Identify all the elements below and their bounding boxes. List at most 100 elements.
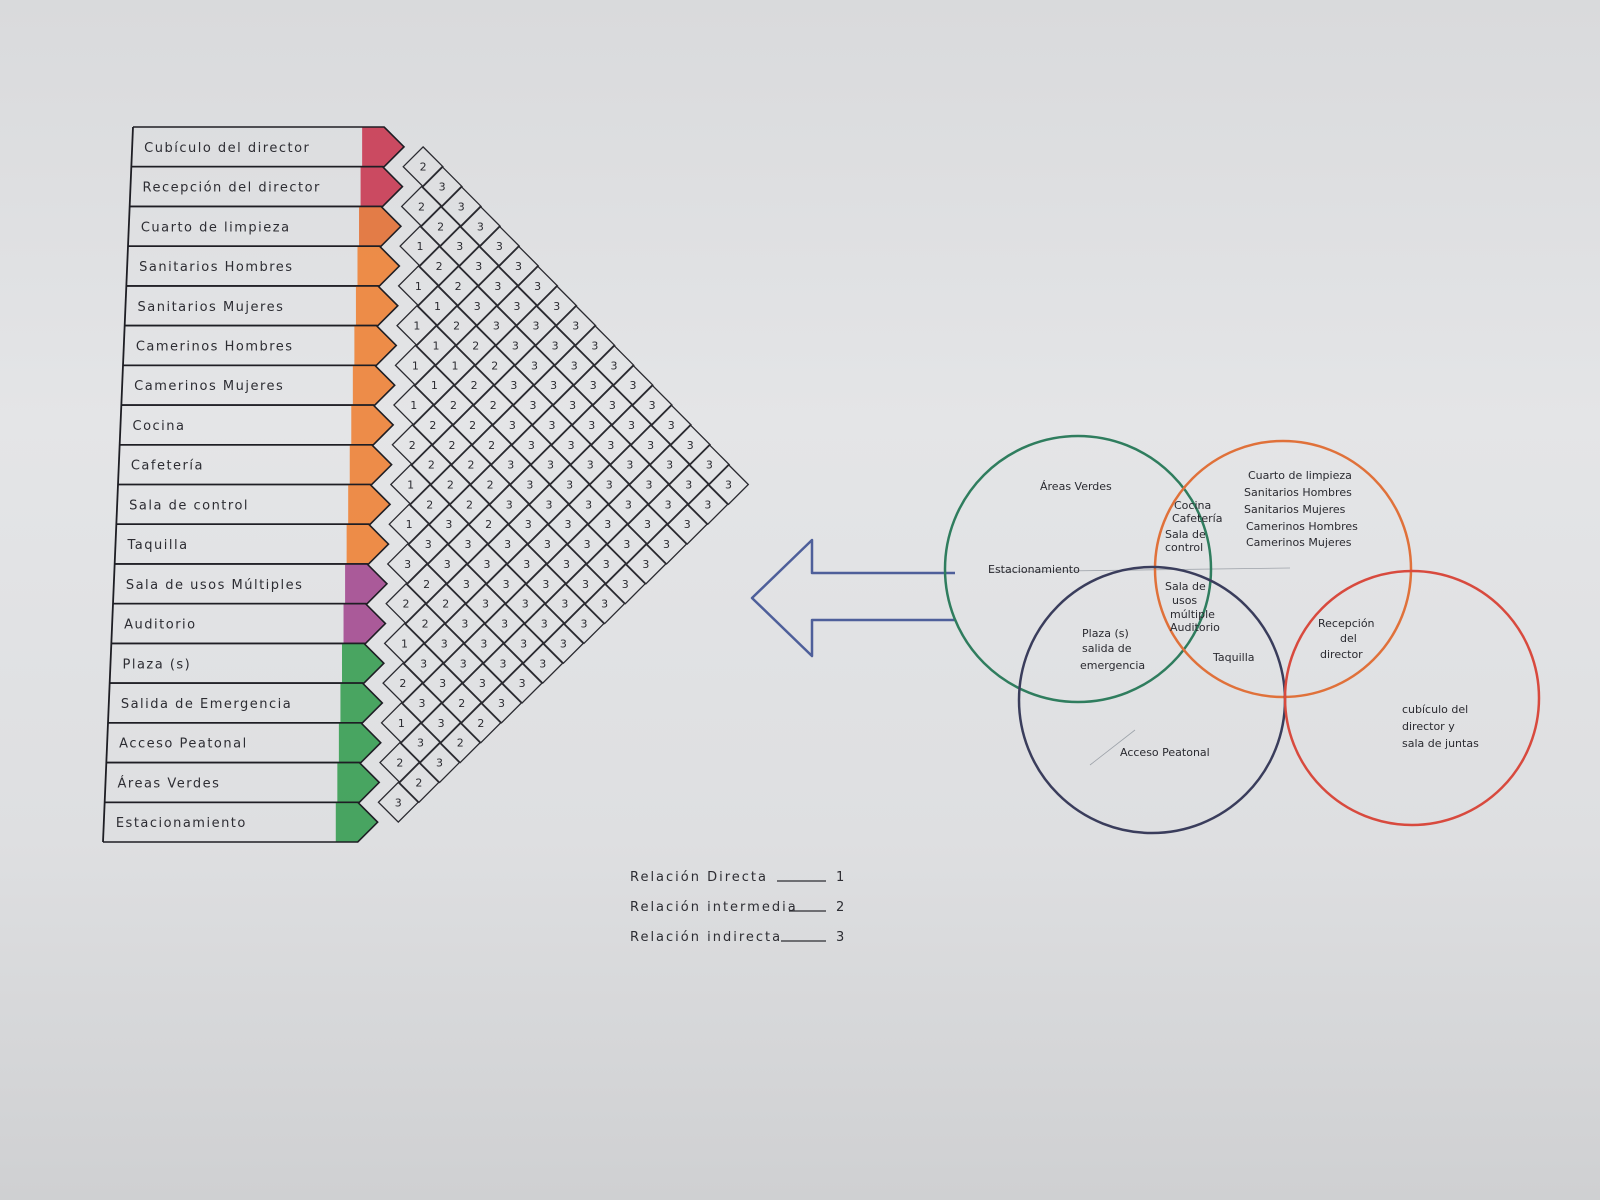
svg-text:del: del [1340, 632, 1357, 645]
matrix-cell-value: 2 [472, 339, 479, 352]
matrix-cell-value: 2 [423, 578, 430, 591]
matrix-cell-value: 3 [541, 618, 548, 631]
matrix-cell-value: 3 [464, 538, 471, 551]
matrix-cell-value: 3 [571, 359, 578, 372]
matrix-cell-value: 2 [468, 459, 475, 472]
matrix-cell-value: 3 [622, 578, 629, 591]
matrix-row: Sanitarios Mujeres [124, 285, 399, 327]
svg-text:director: director [1320, 648, 1363, 661]
matrix-cell-value: 3 [419, 697, 426, 710]
matrix-cell-value: 3 [528, 439, 535, 452]
matrix-row: Auditorio [111, 602, 387, 645]
matrix-cell-value: 3 [607, 439, 614, 452]
matrix-cell-value: 3 [603, 558, 610, 571]
matrix-cell-value: 2 [436, 260, 443, 273]
matrix-cell-value: 3 [501, 618, 508, 631]
matrix-cell-value: 3 [474, 300, 481, 313]
bubble-diagram: Áreas Verdes Estacionamiento Cocina Cafe… [943, 434, 1541, 835]
svg-text:Relación intermedia: Relación intermedia [630, 900, 798, 915]
matrix-cell-value: 2 [457, 737, 464, 750]
svg-text:3: 3 [836, 930, 846, 945]
row-color-band [354, 325, 397, 366]
row-color-band [346, 524, 389, 564]
matrix-cell-value: 2 [428, 459, 435, 472]
svg-text:Relación Directa: Relación Directa [630, 870, 768, 885]
matrix-cell-value: 3 [504, 538, 511, 551]
row-label: Sanitarios Hombres [139, 260, 293, 275]
matrix-cell-value: 3 [684, 518, 691, 531]
matrix-cell-value: 3 [395, 796, 402, 809]
matrix-cell-value: 3 [439, 677, 446, 690]
matrix-cell-value: 3 [646, 479, 653, 492]
matrix-cell-value: 3 [663, 538, 670, 551]
venn-label-recepcion: Recepción del director [1318, 617, 1375, 661]
relationship-legend: Relación Directa 1 Relación intermedia 2… [630, 870, 846, 945]
matrix-cell-value: 3 [687, 439, 694, 452]
matrix-cell-value: 2 [490, 399, 497, 412]
matrix-cell-value: 2 [469, 419, 476, 432]
matrix-cell-value: 3 [565, 518, 572, 531]
matrix-cell-value: 1 [406, 518, 413, 531]
matrix-cell-value: 3 [507, 459, 514, 472]
matrix-cell-value: 3 [604, 518, 611, 531]
matrix-cell-value: 3 [482, 598, 489, 611]
svg-text:director y: director y [1402, 720, 1455, 733]
matrix-cell-value: 3 [610, 359, 617, 372]
row-color-band [351, 405, 394, 445]
svg-text:Sanitarios Hombres: Sanitarios Hombres [1244, 486, 1352, 499]
svg-text:Cocina: Cocina [1174, 499, 1211, 512]
matrix-cell-value: 2 [403, 598, 410, 611]
matrix-cell-value: 3 [441, 637, 448, 650]
row-color-band [335, 802, 378, 842]
matrix-cell-value: 3 [479, 677, 486, 690]
matrix-cell-value: 2 [477, 717, 484, 730]
matrix-cell-value: 1 [410, 399, 417, 412]
svg-text:cubículo del: cubículo del [1402, 703, 1468, 716]
matrix-cell-value: 3 [436, 757, 443, 770]
matrix-cell-value: 3 [587, 459, 594, 472]
matrix-cell-value: 3 [668, 419, 675, 432]
matrix-cell-value: 3 [512, 339, 519, 352]
matrix-cell-value: 3 [649, 399, 656, 412]
venn-label-estacionamiento: Estacionamiento [988, 563, 1080, 576]
matrix-cell-value: 1 [434, 300, 441, 313]
row-color-band [357, 246, 400, 286]
matrix-cell-value: 2 [422, 618, 429, 631]
matrix-cell-value: 3 [549, 419, 556, 432]
matrix-cell-value: 3 [458, 200, 465, 213]
matrix-row: Cubículo del director [131, 126, 406, 168]
svg-text:control: control [1165, 541, 1203, 554]
matrix-cell-value: 3 [666, 459, 673, 472]
matrix-cell-value: 2 [487, 479, 494, 492]
svg-text:Sala de: Sala de [1165, 580, 1206, 593]
matrix-cell-value: 3 [439, 181, 446, 194]
matrix-row: Plaza (s) [109, 642, 385, 684]
matrix-cell-value: 1 [431, 379, 438, 392]
matrix-cell-value: 3 [484, 558, 491, 571]
venn-label-cocina-group: Cocina Cafetería Sala de control [1165, 499, 1222, 554]
svg-text:usos: usos [1172, 594, 1197, 607]
matrix-row: Sala de control [116, 483, 392, 526]
matrix-cell-value: 2 [429, 419, 436, 432]
matrix-cell-value: 3 [500, 657, 507, 670]
matrix-cell-value: 3 [665, 498, 672, 511]
matrix-cell-value: 3 [417, 737, 424, 750]
row-color-band [340, 683, 383, 723]
construction-line [1089, 729, 1136, 766]
matrix-cell-value: 2 [437, 220, 444, 233]
matrix-cell-value: 3 [539, 657, 546, 670]
row-label: Auditorio [124, 618, 196, 633]
matrix-cell-value: 3 [626, 459, 633, 472]
svg-text:Cuarto de limpieza: Cuarto de limpieza [1248, 469, 1352, 482]
matrix-cell-value: 2 [399, 677, 406, 690]
matrix-cell-value: 1 [452, 359, 459, 372]
matrix-cell-value: 3 [545, 498, 552, 511]
matrix-cell-value: 3 [493, 320, 500, 333]
matrix-cell-value: 3 [542, 578, 549, 591]
matrix-cell-value: 3 [438, 717, 445, 730]
arrow-left-icon [750, 538, 955, 658]
matrix-cell-value: 2 [485, 518, 492, 531]
svg-text:salida de: salida de [1082, 642, 1132, 655]
matrix-cell-value: 3 [496, 240, 503, 253]
matrix-cell-value: 2 [409, 439, 416, 452]
